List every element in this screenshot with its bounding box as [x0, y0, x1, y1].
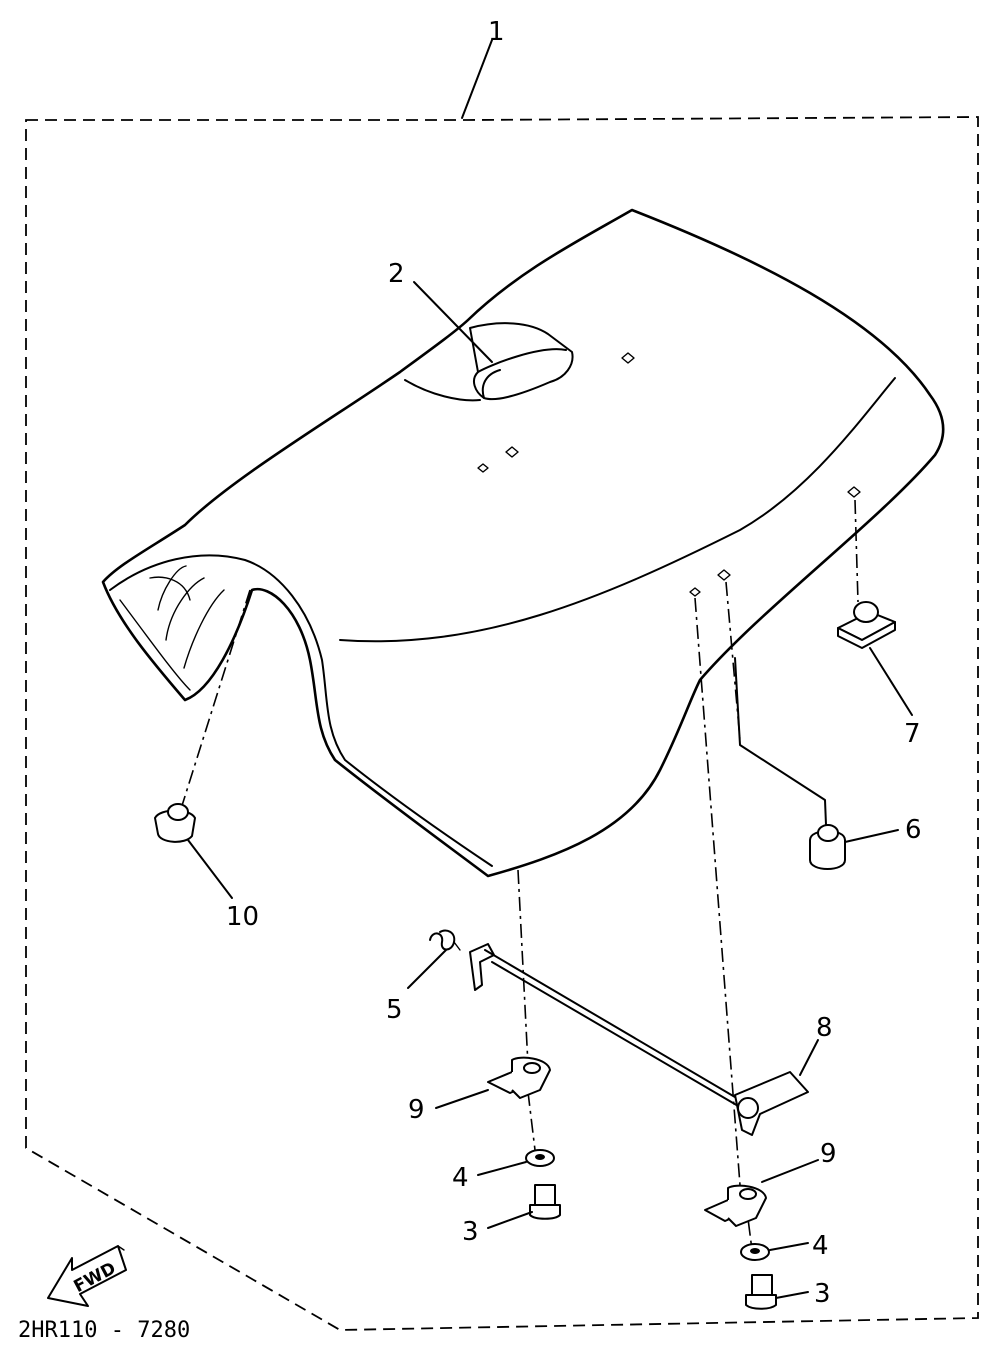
item-5-spring	[429, 929, 461, 951]
callout-9-lower: 9	[820, 1139, 837, 1169]
callout-2: 2	[388, 259, 405, 289]
seat-body	[101, 208, 945, 878]
callout-7: 7	[904, 719, 921, 749]
item-9-bracket-lower	[704, 1184, 767, 1227]
callout-6: 6	[905, 815, 922, 845]
item-6-bushing	[809, 824, 846, 870]
item-4-washer-lower	[740, 1243, 770, 1261]
item-7-clip-nut	[837, 601, 896, 649]
callout-3-lower: 3	[814, 1279, 831, 1309]
item-9-bracket-upper	[487, 1056, 551, 1099]
callout-8: 8	[816, 1013, 833, 1043]
item-3-bolt-upper	[529, 1184, 561, 1220]
leader-lines	[187, 39, 913, 1299]
item-10-damper	[154, 803, 196, 843]
callout-3-upper: 3	[462, 1217, 479, 1247]
callout-1: 1	[488, 17, 505, 47]
assembly-boundary	[25, 116, 979, 1331]
part-code: 2HR110 - 7280	[18, 1318, 190, 1343]
item-3-bolt-lower	[745, 1274, 777, 1310]
callout-4-upper: 4	[452, 1163, 469, 1193]
callout-5: 5	[386, 995, 403, 1025]
item-4-washer-upper	[525, 1149, 555, 1167]
item-8-lock-rod	[469, 943, 809, 1136]
callout-4-lower: 4	[812, 1231, 829, 1261]
callout-9-upper: 9	[408, 1095, 425, 1125]
forward-arrow-icon: FWD	[47, 1245, 127, 1307]
callout-10: 10	[226, 902, 259, 932]
